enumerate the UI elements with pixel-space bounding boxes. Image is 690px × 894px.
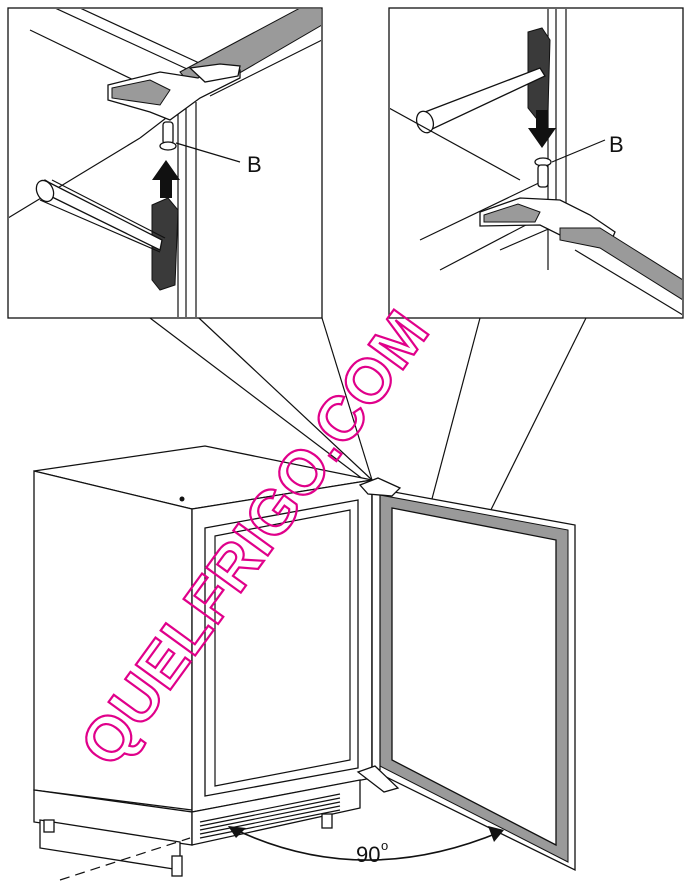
angle-unit: o <box>381 838 388 853</box>
label-b-right: B <box>609 132 624 157</box>
detail-inset-left: B <box>7 7 323 319</box>
refrigerator <box>33 445 373 881</box>
angle-label: 90 <box>356 842 380 867</box>
door <box>356 477 576 872</box>
angle-indicator: 90 o <box>228 826 504 867</box>
detail-inset-right: B <box>388 7 684 319</box>
label-b-left: B <box>247 152 262 177</box>
vent-grille <box>199 793 341 839</box>
